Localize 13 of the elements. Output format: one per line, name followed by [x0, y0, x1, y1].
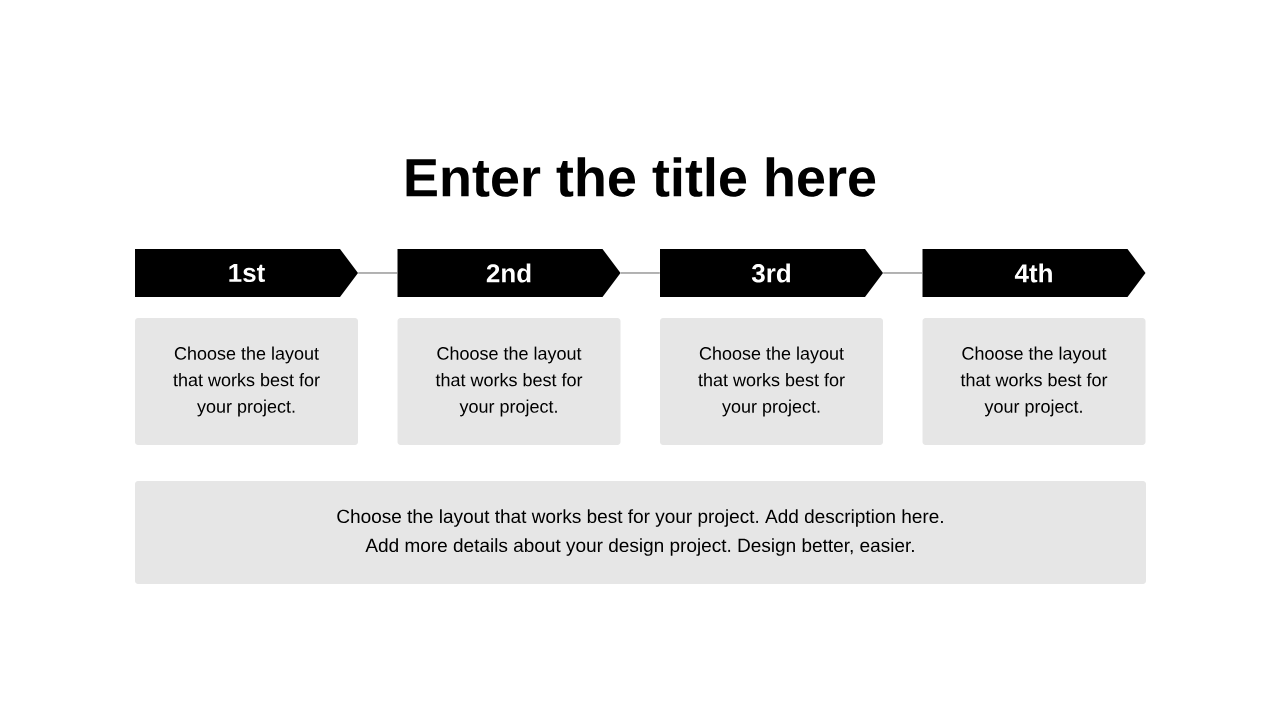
- connector-line: [357, 272, 398, 274]
- step-banner: 1st: [135, 249, 358, 297]
- text-card: Choose the layout that works best for your project.: [135, 318, 358, 445]
- connector-line: [882, 272, 923, 274]
- text-card: Choose the layout that works best for your project.: [397, 318, 621, 445]
- step-banner: 3rd: [660, 249, 883, 297]
- title: Enter the title here: [406, 157, 876, 197]
- text-card: Choose the layout that works best for your project.: [660, 318, 883, 445]
- description-box: Choose the layout that works best for your project. Add description here. Add more details about your design project. Design better, easier.: [135, 481, 1146, 584]
- connector-line: [620, 272, 661, 274]
- step-banner: 4th: [922, 249, 1146, 297]
- text-card: Choose the layout that works best for your project.: [922, 318, 1146, 445]
- step-banner: 2nd: [397, 249, 621, 297]
